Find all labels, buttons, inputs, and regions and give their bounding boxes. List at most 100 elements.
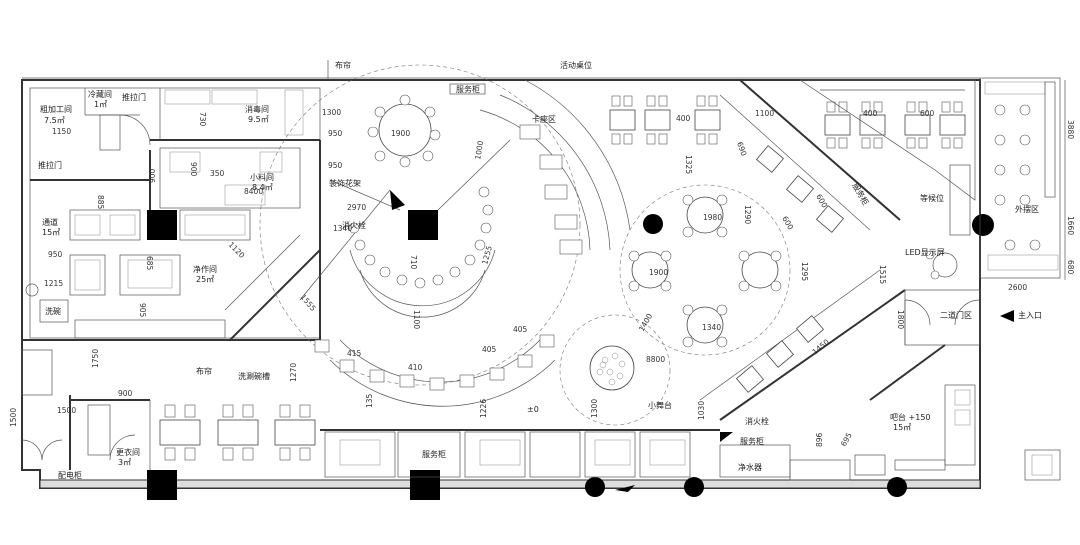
dim-label: 1500 [57, 406, 76, 415]
dim-label: 8400 [244, 187, 263, 196]
label-service-bottom2: 服务柜 [740, 436, 764, 446]
dim-label: 900 [148, 168, 157, 183]
top-table-row [609, 95, 966, 149]
dim-label: 1660 [1066, 216, 1075, 235]
kitchen-zone [21, 87, 321, 470]
fire-hydrant-marker [615, 485, 635, 492]
label-fire-hydrant-a: 消火栓 [342, 220, 366, 230]
column [410, 470, 440, 500]
label-passage-area: 15㎡ [42, 228, 60, 237]
dim-label: 695 [839, 431, 854, 448]
dim-label: 405 [513, 325, 528, 334]
dim-label: 1000 [473, 140, 485, 161]
dim-label: 1270 [289, 363, 298, 382]
label-cold-area: 1㎡ [94, 100, 107, 109]
dim-label: 1100 [755, 109, 774, 118]
label-cold-storage: 冷藏间 [88, 89, 112, 99]
entrance-arrow [1000, 310, 1014, 322]
dim-label: 2970 [347, 203, 366, 212]
dim-label: 1900 [649, 268, 668, 277]
dim-label: 950 [48, 250, 63, 259]
label-clean-area: 25㎡ [196, 275, 214, 284]
label-movable-seats: 活动桌位 [560, 60, 592, 70]
dim-label: 1100 [412, 310, 421, 329]
outdoor-area [979, 77, 1066, 481]
label-electric: 配电柜 [58, 470, 82, 480]
dim-label: 905 [138, 303, 147, 318]
dim-label: 1900 [391, 129, 410, 138]
dim-label: 1226 [479, 399, 488, 418]
label-reception: 等候位 [920, 193, 944, 203]
dim-label: 400 [863, 109, 878, 118]
dim-label: 3880 [1066, 120, 1075, 139]
label-seat-area: 卡座区 [532, 114, 556, 124]
column [684, 477, 704, 497]
round-table-cluster [619, 184, 791, 356]
label-cold-dish: 小料间 [250, 172, 274, 182]
label-wash-basin: 洗涮碗槽 [238, 371, 270, 381]
dim-label: 900 [189, 162, 198, 177]
dim-label: 2600 [1008, 283, 1027, 292]
label-vestibule: 二道门区 [940, 310, 972, 320]
dim-label: 1800 [896, 310, 905, 329]
dim-label: 1515 [878, 265, 887, 284]
dim-label: 1300 [322, 108, 341, 117]
dim-label: 900 [118, 389, 133, 398]
label-bar-area: 15㎡ [893, 423, 911, 432]
label-disinfection: 消毒间 [245, 104, 269, 114]
column [147, 470, 177, 500]
dim-label: 600 [920, 109, 935, 118]
dim-label: 350 [210, 169, 225, 178]
label-disinfection-area: 9.5㎡ [248, 115, 269, 124]
dim-label: 8800 [646, 355, 665, 364]
label-rough-area: 7.5㎡ [44, 116, 65, 125]
label-rough-processing: 粗加工间 [40, 104, 72, 114]
dim-label: 1120 [227, 240, 247, 260]
four-seat-tables-left [159, 404, 316, 461]
label-main-entrance: 主入口 [1018, 310, 1042, 320]
dim-label: 1150 [52, 127, 71, 136]
dim-label: 1980 [703, 213, 722, 222]
label-small-stage: 小舞台 [648, 400, 672, 410]
label-fire-hydrant-b: 消火栓 [745, 416, 769, 426]
label-outdoor: 外摆区 [1015, 204, 1039, 214]
round-table [631, 196, 779, 344]
central-bar [259, 64, 631, 407]
label-led-display: LED显示屏 [905, 248, 945, 257]
label-clean-room: 净作间 [193, 264, 217, 274]
column [643, 214, 663, 234]
dim-label: 1750 [91, 349, 100, 368]
structural-columns [147, 210, 994, 500]
label-service-right: 服务柜 [850, 181, 871, 207]
dim-label: 405 [482, 345, 497, 354]
label-cold-dish-area: 8.4㎡ [252, 183, 273, 192]
label-cleaning: 洗碗 [45, 306, 61, 316]
dim-label: 680 [1066, 260, 1075, 275]
dim-label: 730 [198, 112, 207, 127]
label-rest-area: 3㎡ [118, 458, 131, 467]
column [147, 210, 177, 240]
dim-label: 1555 [298, 293, 317, 314]
column [585, 477, 605, 497]
dim-label: 410 [408, 363, 423, 372]
dim-label: 1215 [44, 279, 63, 288]
dim-label: 1295 [800, 262, 809, 281]
dim-label: 600 [780, 215, 795, 232]
column [972, 214, 994, 236]
dim-label: 1300 [590, 399, 599, 418]
dim-label: 1030 [697, 401, 706, 420]
column [408, 210, 438, 240]
dim-label: 135 [365, 393, 374, 408]
small-stage [559, 314, 671, 426]
dim-label: 710 [409, 255, 418, 270]
label-rest-room: 更衣间 [116, 447, 140, 457]
label-passage: 通道 [42, 217, 58, 227]
dim-label: 885 [96, 195, 105, 210]
dim-label: 1450 [811, 337, 832, 356]
dim-label: 950 [328, 161, 343, 170]
dimension-labels: 1150 885 900 730 350 900 1300 950 950 29… [9, 108, 1075, 448]
label-curtain-top: 布帘 [335, 60, 351, 70]
label-level: ±0 [527, 405, 539, 414]
dim-label: 1325 [684, 155, 693, 174]
